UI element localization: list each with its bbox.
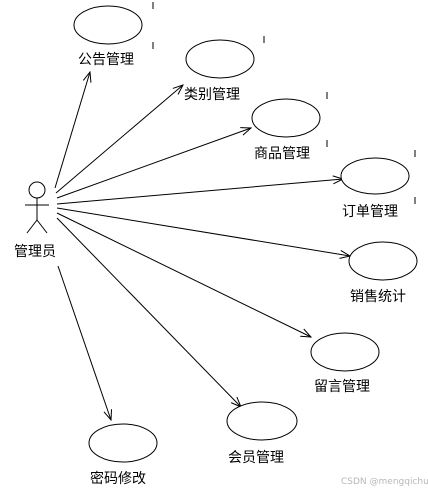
use-case-label: 公告管理: [78, 52, 134, 68]
use-case-label: 留言管理: [314, 379, 370, 395]
use-case-message: 留言管理: [310, 332, 380, 395]
use-case-order: 订单管理: [340, 150, 416, 220]
use-case-label: 销售统计: [350, 289, 406, 305]
associations: [54, 72, 350, 420]
watermark: CSDN @mengqichu: [341, 477, 428, 487]
use-case-ellipse: [340, 157, 410, 195]
use-case-ellipse: [348, 241, 418, 281]
arrow-announcement: [54, 72, 90, 189]
use-case-label: 订单管理: [342, 204, 398, 220]
use-case-ellipse: [185, 39, 255, 79]
use-case-label: 会员管理: [228, 450, 284, 466]
use-case-product: 商品管理: [251, 92, 328, 162]
actor-left-leg: [26, 219, 38, 234]
actor-admin: 管理员: [14, 181, 56, 260]
actor-head: [28, 181, 46, 199]
arrow-category: [55, 85, 183, 194]
actor-label: 管理员: [14, 244, 56, 260]
actor-right-leg: [36, 219, 48, 234]
arrow-sales-stats: [56, 207, 350, 256]
arrow-message: [56, 212, 311, 337]
arrow-member: [56, 217, 241, 407]
arrow-password-change: [57, 265, 111, 420]
use-case-ellipse: [88, 423, 158, 463]
use-case-ellipse: [251, 98, 321, 138]
arrow-product: [56, 128, 251, 199]
use-case-sales-stats: 销售统计: [348, 241, 418, 305]
use-case-announcement: 公告管理: [73, 2, 154, 68]
use-case-password-change: 密码修改: [88, 423, 158, 487]
use-case-ellipse: [73, 5, 143, 45]
arrow-order: [56, 179, 343, 205]
use-case-label: 商品管理: [254, 146, 310, 162]
use-case-label: 类别管理: [184, 87, 240, 103]
use-case-ellipse: [310, 332, 380, 372]
use-case-category: 类别管理: [184, 36, 265, 103]
use-case-ellipse: [226, 401, 298, 441]
use-case-member: 会员管理: [226, 401, 298, 466]
use-case-label: 密码修改: [90, 470, 146, 487]
